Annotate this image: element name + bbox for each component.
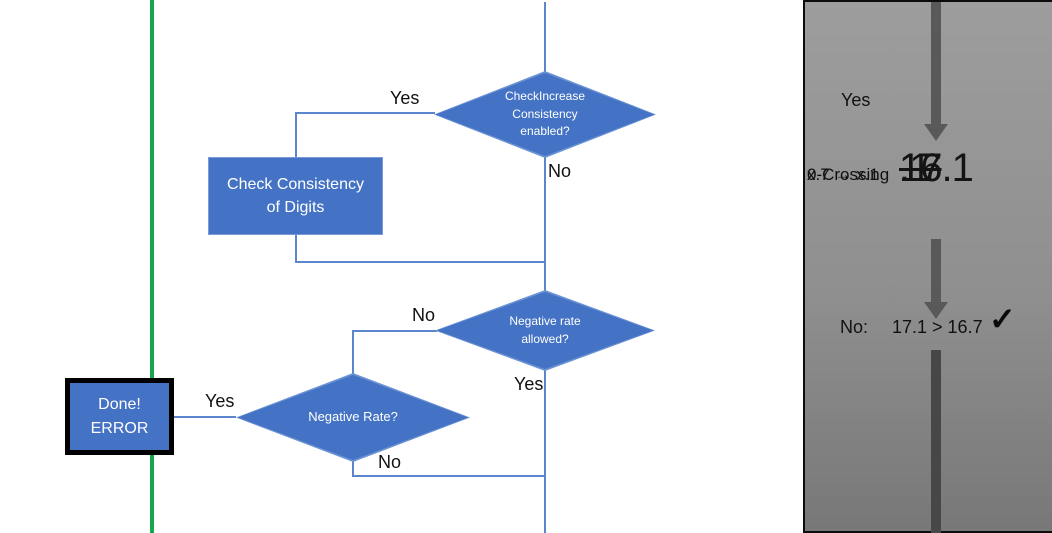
decision-checkincrease-label: CheckIncrease Consistency enabled? xyxy=(504,89,586,139)
done-error-box: Done! ERROR xyxy=(65,378,174,455)
down-arrow-3-shaft xyxy=(931,350,941,533)
decision-checkincrease-consistency: CheckIncrease Consistency enabled? xyxy=(434,71,656,158)
label-d3-yes: Yes xyxy=(205,391,235,411)
connector-d3-no-down xyxy=(352,460,354,477)
decision-negative-allowed-label: Negative rate allowed? xyxy=(509,314,581,346)
connector-out-of-process xyxy=(295,234,297,262)
connector-d1-to-d2 xyxy=(544,156,546,292)
connector-d3-no-rejoin xyxy=(352,475,546,477)
panel-yes-label: Yes xyxy=(841,90,871,110)
label-d1-no: No xyxy=(548,161,572,181)
down-arrow-1-shaft xyxy=(931,2,941,124)
connector-d3-yes-to-done xyxy=(174,416,236,418)
down-arrow-2-shaft xyxy=(931,239,941,302)
down-arrow-1-head xyxy=(924,124,948,141)
comparison-result: 17.1 > 16.7 xyxy=(892,317,983,337)
checkmark-icon: ✓ xyxy=(989,301,1016,337)
label-d2-yes: Yes xyxy=(514,374,544,394)
label-d3-no: No xyxy=(378,452,402,472)
example-trace-panel: Yes x.7 → x.1 0-Crossing 16.1 17.1 No: 1… xyxy=(803,0,1052,533)
label-d1-yes: Yes xyxy=(390,88,420,108)
process-check-consistency-of-digits: Check Consistency of Digits xyxy=(208,157,383,235)
panel-no-label: No: xyxy=(840,317,869,337)
green-divider-line xyxy=(150,0,154,533)
decision-negative-rate: Negative Rate? xyxy=(236,373,470,462)
crossing-rule-line1: x.7 → x.1 xyxy=(807,165,879,184)
connector-top-in xyxy=(544,2,546,72)
label-d2-no: No xyxy=(412,305,436,325)
old-value-struck: 16 xyxy=(899,146,942,190)
connector-into-process xyxy=(295,112,297,158)
old-value-rest: .1 xyxy=(899,146,931,190)
decision-negative-rate-allowed: Negative rate allowed? xyxy=(435,290,655,371)
connector-d1-yes-horizontal xyxy=(295,112,435,114)
new-value: 17.1 xyxy=(899,146,974,190)
connector-d2-no-horizontal xyxy=(353,330,437,332)
crossing-rule-line2: 0-Crossing xyxy=(807,165,890,184)
down-arrow-2-head xyxy=(924,302,948,319)
connector-d2-yes-down xyxy=(544,370,546,533)
decision-negative-rate-label: Negative Rate? xyxy=(308,409,398,425)
connector-process-rejoin xyxy=(295,261,546,263)
connector-d2-no-down xyxy=(352,330,354,374)
